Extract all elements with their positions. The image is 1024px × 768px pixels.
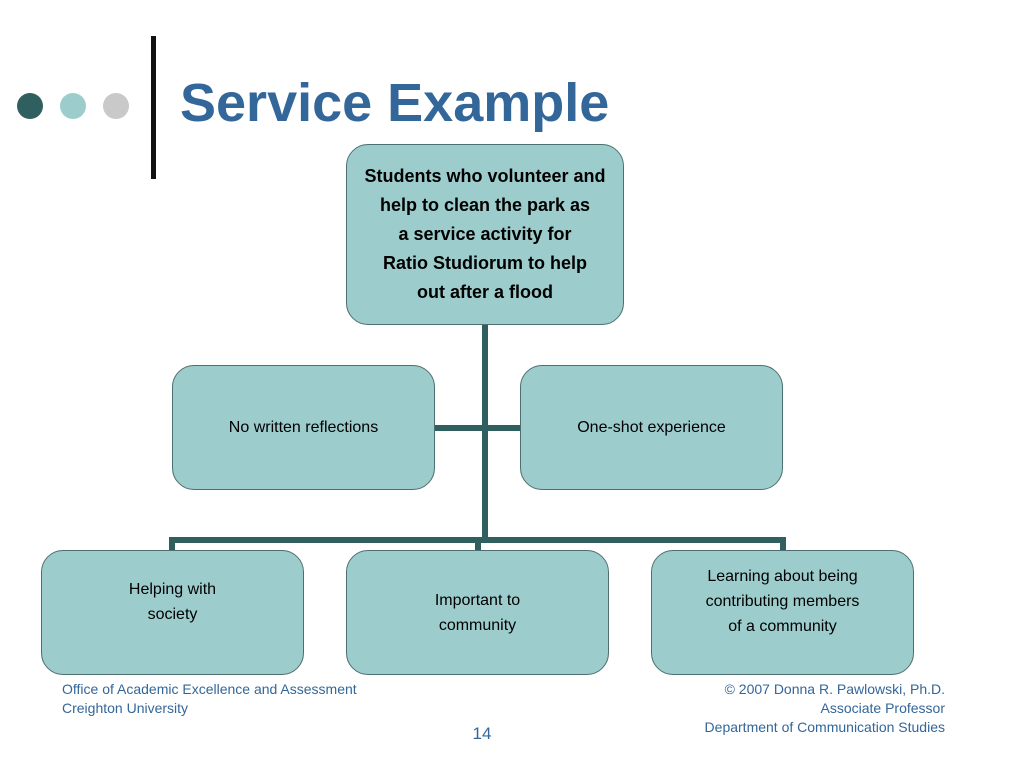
footer-copyright: © 2007 Donna R. Pawlowski, Ph.D. [724, 681, 945, 697]
footer-left: Office of Academic Excellence and Assess… [62, 680, 357, 718]
diagram-root-box: Students who volunteer and help to clean… [346, 144, 624, 325]
diagram-middle-right-box: One-shot experience [520, 365, 783, 490]
footer-position: Associate Professor [820, 700, 946, 716]
middle-right-box-text: One-shot experience [577, 418, 726, 436]
page-number: 14 [472, 724, 492, 743]
diagram-bottom-box-3: Learning about being contributing member… [651, 550, 914, 675]
root-box-text: Students who volunteer and help to clean… [364, 166, 606, 302]
decorative-dot-dark [17, 93, 43, 119]
footer-university: Creighton University [62, 700, 189, 716]
diagram-bottom-box-2: Important to community [346, 550, 609, 675]
diagram-middle-left-box: No written reflections [172, 365, 435, 490]
bottom-box-3-text: Learning about being contributing member… [705, 568, 860, 635]
decorative-dot-teal [60, 93, 86, 119]
diagram-bottom-box-1: Helping with society [41, 550, 304, 675]
middle-left-box-text: No written reflections [228, 418, 379, 436]
bottom-box-2-text: Important to community [434, 591, 521, 634]
slide-title: Service Example [180, 73, 610, 133]
bottom-box-1-text: Helping with society [128, 581, 217, 623]
footer-office: Office of Academic Excellence and Assess… [62, 681, 357, 697]
title-divider [151, 36, 156, 179]
decorative-dot-gray [103, 93, 129, 119]
footer-department: Department of Communication Studies [704, 719, 945, 735]
footer-right: © 2007 Donna R. Pawlowski, Ph.D. Associa… [705, 680, 945, 737]
